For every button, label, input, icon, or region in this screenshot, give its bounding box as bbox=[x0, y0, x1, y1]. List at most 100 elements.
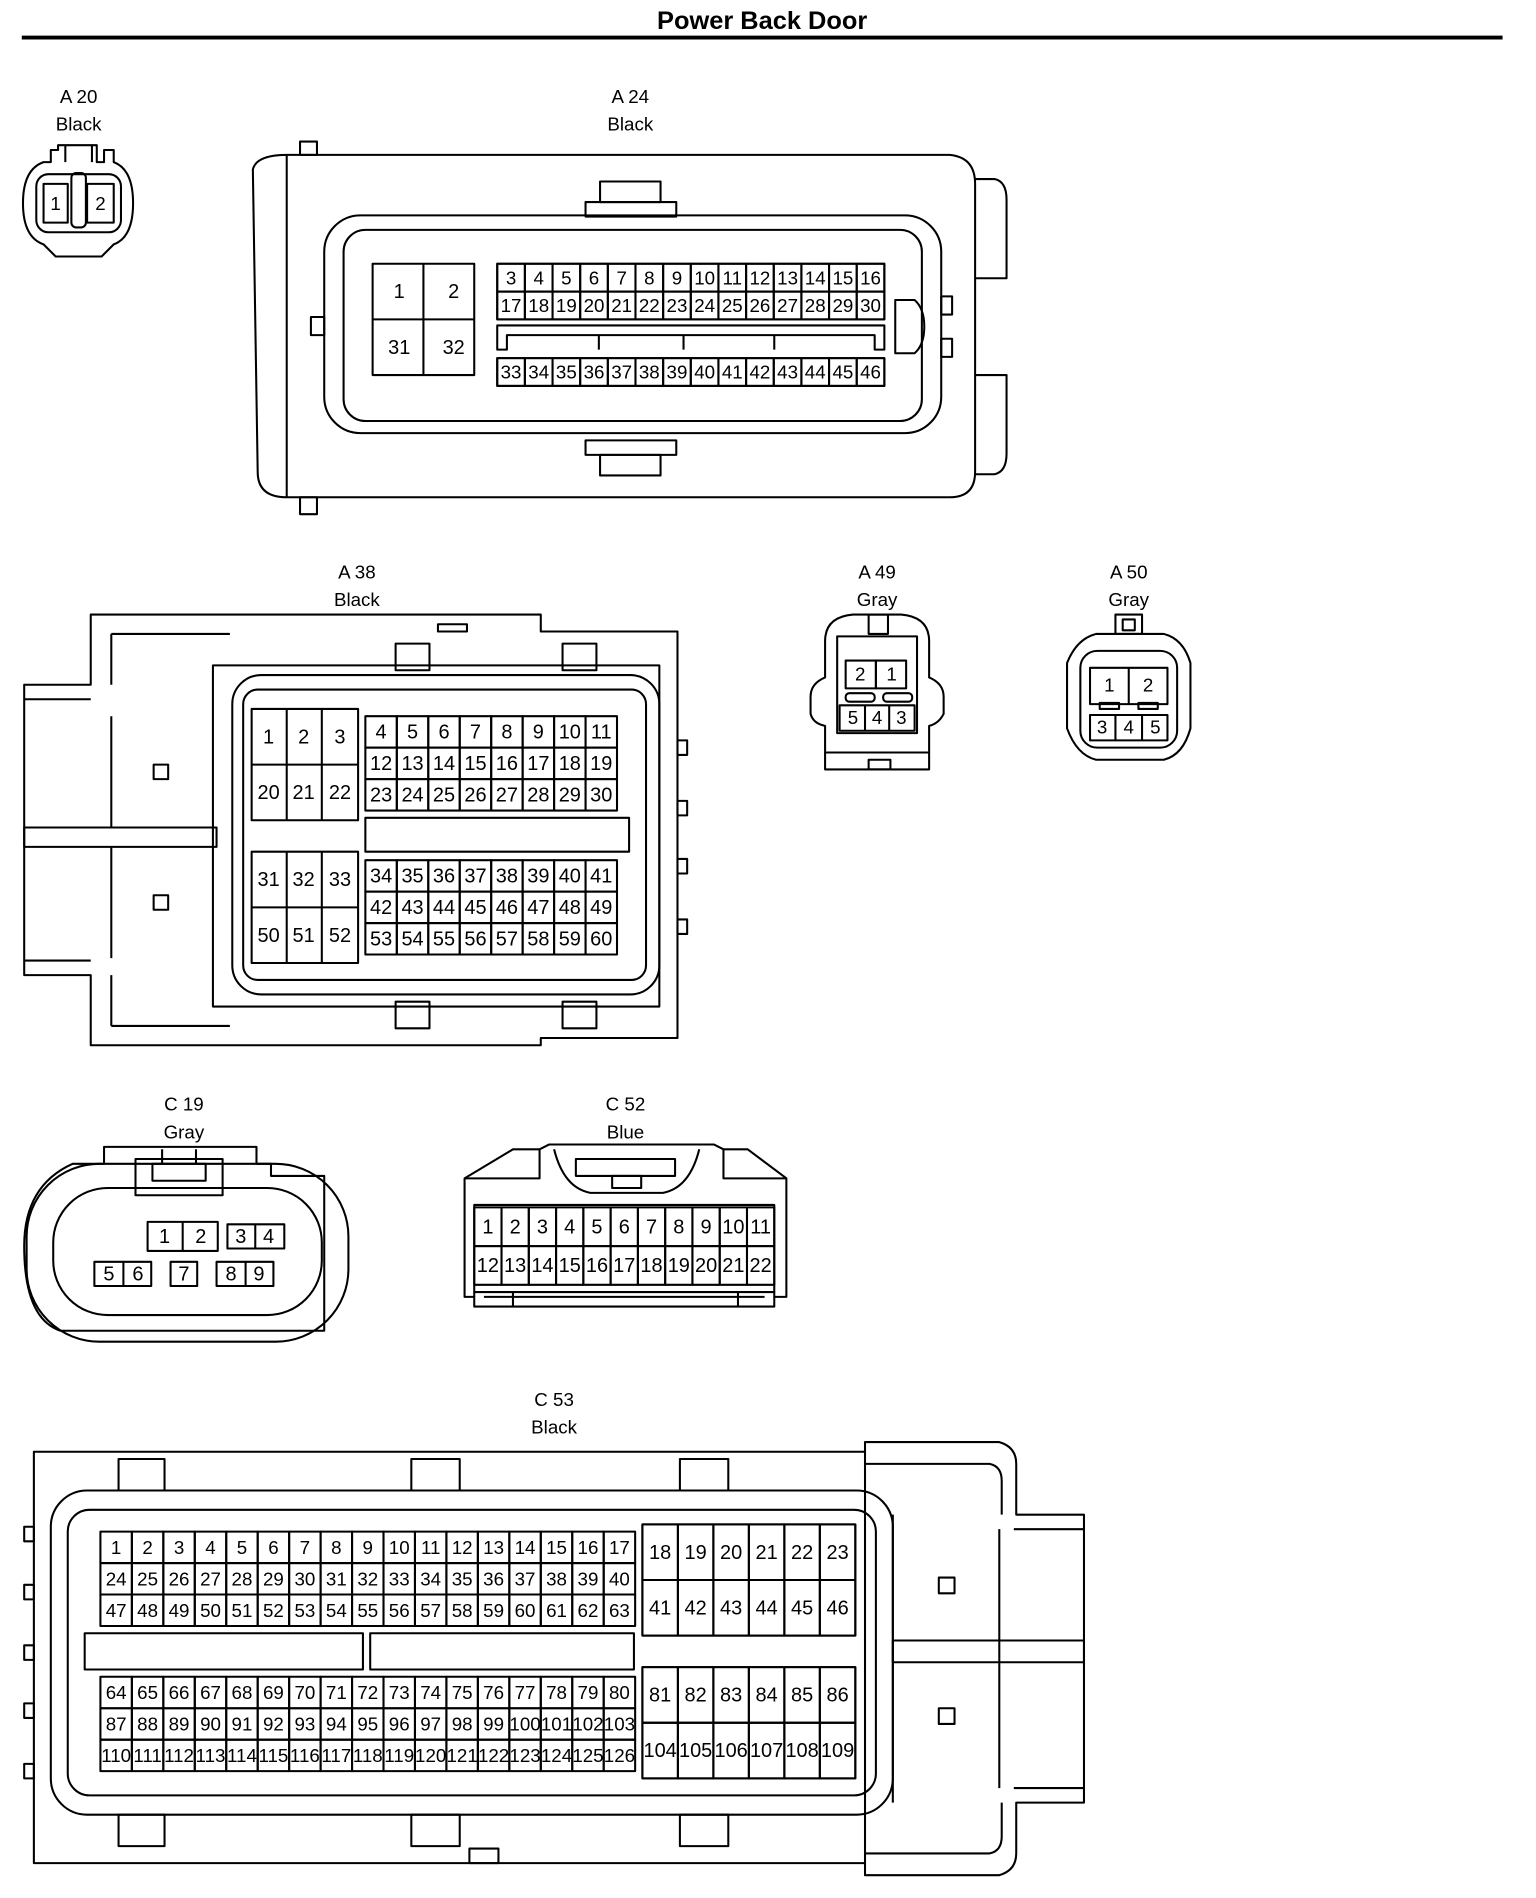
pin-number: 46 bbox=[826, 1597, 848, 1619]
pin-number: 16 bbox=[578, 1537, 599, 1558]
pin-number: 5 bbox=[561, 267, 571, 288]
pin-number: 118 bbox=[353, 1745, 383, 1766]
pin-number: 53 bbox=[370, 928, 392, 950]
pin-number: 31 bbox=[326, 1568, 347, 1589]
pin-number: 76 bbox=[483, 1682, 504, 1703]
pin-number: 93 bbox=[294, 1714, 315, 1735]
pin-number: 24 bbox=[401, 784, 423, 806]
pin-number: 56 bbox=[464, 928, 486, 950]
pin-number: 20 bbox=[584, 295, 605, 316]
pin-number: 44 bbox=[433, 897, 455, 919]
connector-labels: A 20 Black A 24 Black A 38 Black A 49 Gr… bbox=[56, 86, 1150, 1438]
connector-c19 bbox=[23, 1145, 350, 1343]
connector-a49-color: Gray bbox=[857, 589, 898, 610]
connector-a20-color: Black bbox=[56, 114, 102, 135]
connector-a49-id: A 49 bbox=[858, 561, 896, 582]
pin-number: 13 bbox=[401, 753, 423, 775]
pin-number: 12 bbox=[452, 1537, 473, 1558]
pin-number: 47 bbox=[106, 1600, 127, 1621]
pin-number: 3 bbox=[896, 707, 906, 728]
pin-number: 95 bbox=[357, 1714, 378, 1735]
connector-a49 bbox=[809, 613, 945, 771]
pin-number: 11 bbox=[591, 722, 612, 744]
pin-number: 30 bbox=[294, 1568, 315, 1589]
pin-number: 42 bbox=[749, 362, 770, 383]
connector-a38 bbox=[23, 613, 689, 1047]
pin-number: 19 bbox=[685, 1542, 707, 1564]
pin-number: 21 bbox=[722, 1255, 744, 1277]
pin-number: 45 bbox=[832, 362, 853, 383]
pin-number: 35 bbox=[401, 866, 423, 888]
pin-number: 23 bbox=[370, 784, 392, 806]
pin-number: 22 bbox=[639, 295, 660, 316]
pin-number: 18 bbox=[640, 1255, 662, 1277]
pin-number: 55 bbox=[357, 1600, 378, 1621]
pin-number: 78 bbox=[546, 1682, 567, 1703]
pin-number: 82 bbox=[685, 1685, 707, 1707]
pin-number: 106 bbox=[714, 1740, 747, 1762]
pin-number: 6 bbox=[132, 1264, 143, 1286]
pin-number: 12 bbox=[477, 1255, 499, 1277]
pin-number: 44 bbox=[805, 362, 826, 383]
pin-number: 13 bbox=[777, 267, 798, 288]
pin-number: 39 bbox=[578, 1568, 599, 1589]
pin-number: 17 bbox=[609, 1537, 630, 1558]
pin-number: 8 bbox=[644, 267, 654, 288]
pin-number: 5 bbox=[103, 1264, 114, 1286]
connector-a50-id: A 50 bbox=[1110, 561, 1148, 582]
pin-number: 5 bbox=[848, 707, 858, 728]
pin-number: 52 bbox=[263, 1600, 284, 1621]
pin-number: 43 bbox=[777, 362, 798, 383]
pin-number: 77 bbox=[515, 1682, 536, 1703]
pin-number: 41 bbox=[649, 1597, 671, 1619]
pin-number: 97 bbox=[420, 1714, 441, 1735]
pin-number: 42 bbox=[370, 897, 392, 919]
pin-number: 30 bbox=[860, 295, 881, 316]
pin-number: 3 bbox=[537, 1216, 548, 1238]
pin-number: 46 bbox=[860, 362, 881, 383]
pin-number: 5 bbox=[407, 722, 418, 744]
pin-cell bbox=[602, 1593, 637, 1627]
pin-number: 108 bbox=[785, 1740, 818, 1762]
pin-number: 36 bbox=[584, 362, 605, 383]
pin-number: 22 bbox=[750, 1255, 772, 1277]
pin-number: 124 bbox=[541, 1745, 572, 1766]
pin-number: 59 bbox=[483, 1600, 504, 1621]
pin-number: 7 bbox=[646, 1216, 657, 1238]
pin-number: 117 bbox=[321, 1745, 351, 1766]
pin-number: 8 bbox=[673, 1216, 684, 1238]
pin-number: 32 bbox=[293, 869, 315, 891]
pin-number: 5 bbox=[1150, 717, 1160, 738]
pin-number: 27 bbox=[200, 1568, 221, 1589]
pin-number: 1 bbox=[394, 281, 405, 303]
pin-number: 10 bbox=[694, 267, 715, 288]
pin-number: 23 bbox=[826, 1542, 848, 1564]
pin-cell bbox=[602, 1738, 637, 1773]
pin-number: 34 bbox=[370, 866, 392, 888]
pin-number: 15 bbox=[832, 267, 853, 288]
pin-number: 23 bbox=[667, 295, 688, 316]
pin-number: 3 bbox=[174, 1537, 184, 1558]
pin-number: 88 bbox=[137, 1714, 158, 1735]
pin-number: 44 bbox=[756, 1597, 778, 1619]
pin-number: 10 bbox=[559, 722, 581, 744]
pin-number: 16 bbox=[496, 753, 518, 775]
pin-number: 50 bbox=[200, 1600, 221, 1621]
pin-number: 21 bbox=[293, 782, 315, 804]
pin-number: 27 bbox=[496, 784, 518, 806]
pin-number: 2 bbox=[448, 281, 459, 303]
pin-number: 40 bbox=[609, 1568, 630, 1589]
pin-number: 1 bbox=[1104, 674, 1114, 695]
pin-number: 63 bbox=[609, 1600, 630, 1621]
pin-cell bbox=[584, 778, 619, 812]
pin-number: 114 bbox=[227, 1745, 257, 1766]
pin-number: 38 bbox=[546, 1568, 567, 1589]
pin-number: 13 bbox=[483, 1537, 504, 1558]
pin-number: 18 bbox=[528, 295, 549, 316]
pin-number: 64 bbox=[106, 1682, 127, 1703]
pin-number: 2 bbox=[95, 193, 105, 214]
